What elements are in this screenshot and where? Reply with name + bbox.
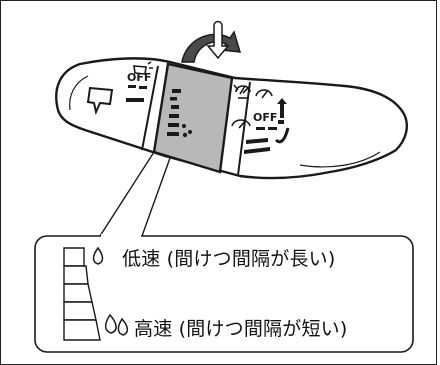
front-wiper-icon <box>255 89 273 99</box>
ring-separator-left <box>141 65 159 151</box>
water-drop-icon <box>92 246 104 265</box>
intermittent-speed-marks <box>167 89 192 138</box>
double-water-drop-icon <box>104 313 129 336</box>
front-off-label: OFF <box>253 111 277 124</box>
high-speed-label: 高速 (間けつ間隔が短い) <box>134 318 348 340</box>
lever-highlight <box>69 75 89 111</box>
legend-callout-box <box>34 235 414 353</box>
low-speed-label: 低速 (間けつ間隔が長い) <box>122 248 336 270</box>
front-wiper-icon-lower <box>231 119 251 129</box>
rear-off-label: OFF <box>127 71 151 84</box>
lever-highlight-lower <box>299 151 381 168</box>
callout-pointer <box>99 151 171 237</box>
front-wiper-positions <box>244 127 290 154</box>
mist-arrow-icon <box>277 98 287 124</box>
rear-wiper-positions <box>126 85 147 102</box>
rear-washer-icon <box>133 61 153 75</box>
rear-wiper-icon <box>86 86 114 116</box>
return-arrow-icon <box>206 20 230 60</box>
speed-ladder-icon <box>63 247 101 341</box>
front-washer-icon <box>233 84 251 99</box>
rotary-dial[interactable] <box>152 62 234 174</box>
rotation-arrow-icon <box>181 30 242 63</box>
